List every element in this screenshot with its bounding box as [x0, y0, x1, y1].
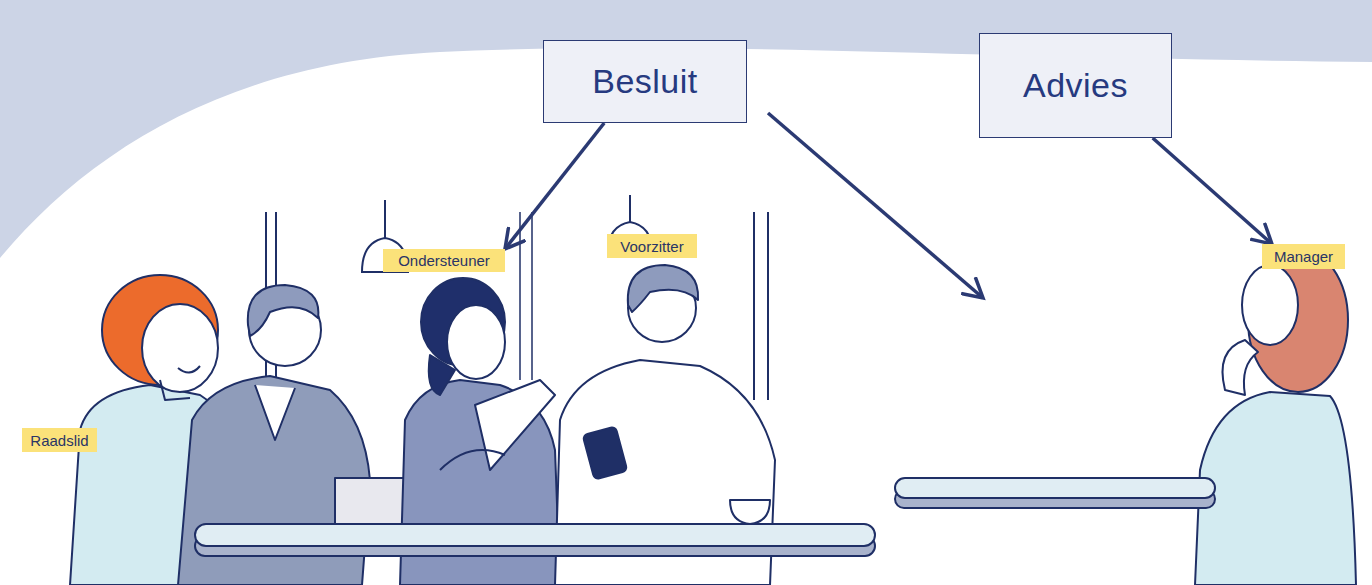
supporter-figure	[429, 355, 455, 395]
room	[384, 200, 386, 238]
pointer-arrow	[768, 113, 983, 298]
supporter-figure	[440, 450, 505, 470]
council-member-figure	[178, 366, 200, 373]
chair-figure	[628, 265, 698, 312]
man-figure	[255, 385, 295, 440]
manager-figure	[1223, 340, 1259, 395]
council-member-figure	[142, 304, 218, 392]
room	[629, 195, 631, 222]
advice-box: Advies	[979, 33, 1172, 138]
box-title: Besluit	[592, 62, 698, 101]
connector-arrow	[505, 123, 604, 249]
supporter-figure	[447, 305, 505, 379]
role-tag: Voorzitter	[607, 234, 697, 258]
supporter-figure	[475, 380, 555, 470]
room	[767, 212, 769, 400]
role-label: Voorzitter	[620, 238, 683, 255]
manager-figure	[1195, 392, 1356, 585]
connector-arrow	[1153, 138, 1272, 244]
council-member-figure	[160, 380, 190, 400]
manager-figure	[1195, 248, 1356, 585]
room	[753, 212, 755, 400]
role-tag: Ondersteuner	[383, 249, 505, 272]
box-title: Advies	[1023, 66, 1128, 105]
role-label: Ondersteuner	[398, 252, 490, 269]
man-figure	[248, 285, 319, 336]
role-tag: Raadslid	[22, 428, 97, 452]
role-label: Manager	[1274, 248, 1333, 265]
role-label: Raadslid	[30, 432, 88, 449]
chair-figure	[583, 426, 628, 479]
decision-box: Besluit	[543, 40, 747, 123]
room	[531, 212, 533, 380]
people	[70, 248, 1356, 585]
tables	[195, 524, 875, 546]
chair-figure	[730, 500, 770, 524]
tables	[895, 478, 1215, 498]
manager-figure	[1242, 265, 1298, 345]
role-tag: Manager	[1262, 244, 1345, 269]
room	[519, 212, 521, 380]
tables	[195, 478, 1215, 556]
